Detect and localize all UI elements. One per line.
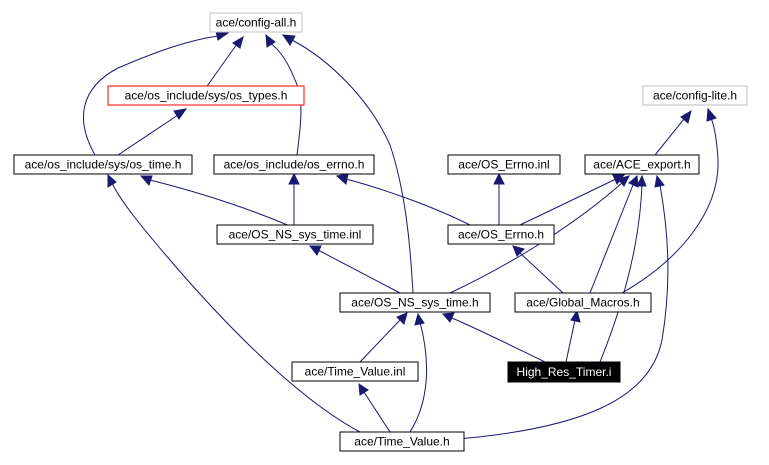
edge-os-time-to-os-types xyxy=(117,114,179,156)
edge-ns-inl-to-os-time xyxy=(149,179,291,227)
edge-arrow-icon xyxy=(493,172,505,185)
node-os-errno[interactable]: ace/os_include/os_errno.h xyxy=(213,154,375,175)
edge-hrt-to-ace-export xyxy=(599,183,643,363)
edge-arrow-icon xyxy=(288,172,300,185)
node-label: ace/Global_Macros.h xyxy=(526,296,639,310)
node-label: ace/OS_NS_sys_time.h xyxy=(351,296,478,310)
node-label: ace/os_include/sys/os_time.h xyxy=(25,158,182,172)
node-global-macros[interactable]: ace/Global_Macros.h xyxy=(514,292,652,313)
node-os-time[interactable]: ace/os_include/sys/os_time.h xyxy=(13,154,193,175)
node-os-types[interactable]: ace/os_include/sys/os_types.h xyxy=(107,85,305,106)
edge-arrow-icon xyxy=(335,173,349,185)
node-label: ace/OS_Errno.h xyxy=(458,228,544,242)
edge-arrow-icon xyxy=(441,312,455,323)
edge-arrow-icon xyxy=(173,108,188,120)
edge-tv-h-to-os-time xyxy=(111,182,361,433)
edge-arrow-icon xyxy=(654,174,665,188)
node-ace-export[interactable]: ace/ACE_export.h xyxy=(584,154,700,175)
edge-os-errno-h-to-ace-export xyxy=(519,178,617,226)
edge-arrow-icon xyxy=(139,175,153,186)
edge-tv-h-to-ace-export xyxy=(444,184,669,441)
node-high-res-timer[interactable]: High_Res_Timer.i xyxy=(507,361,621,383)
edge-arrow-icon xyxy=(265,33,276,48)
node-time-value-inl[interactable]: ace/Time_Value.inl xyxy=(291,361,419,382)
edge-global-macros-to-ace-export xyxy=(589,184,634,294)
edge-arrow-icon xyxy=(617,175,630,187)
edge-arrow-icon xyxy=(281,34,296,46)
node-ns-sys-time-h[interactable]: ace/OS_NS_sys_time.h xyxy=(339,292,491,313)
node-config-lite[interactable]: ace/config-lite.h xyxy=(642,85,748,106)
edge-arrow-icon xyxy=(232,35,244,49)
node-label: High_Res_Timer.i xyxy=(517,365,612,379)
node-time-value-h[interactable]: ace/Time_Value.h xyxy=(339,431,465,452)
node-os-errno-inl[interactable]: ace/OS_Errno.inl xyxy=(447,154,561,175)
nodes: ace/config-all.h ace/os_include/sys/os_t… xyxy=(13,12,748,452)
edge-global-macros-to-os-errno-h xyxy=(519,252,564,294)
node-label: ace/OS_NS_sys_time.inl xyxy=(229,228,362,242)
edge-arrow-icon xyxy=(706,107,717,122)
node-label: ace/os_include/sys/os_types.h xyxy=(125,89,288,103)
node-label: ace/config-all.h xyxy=(216,16,297,30)
edge-arrow-icon xyxy=(414,312,425,326)
edge-arrow-icon xyxy=(570,309,581,323)
edge-hrt-to-global-macros xyxy=(565,319,576,363)
edge-os-types-to-config-all xyxy=(204,43,238,90)
edge-tv-h-to-ns-h xyxy=(409,321,427,433)
edge-arrow-icon xyxy=(628,174,639,188)
edge-arrow-icon xyxy=(680,109,692,124)
edge-ns-sys-time-to-config-all xyxy=(291,39,414,294)
node-label: ace/Time_Value.h xyxy=(354,435,449,449)
node-os-errno-h[interactable]: ace/OS_Errno.h xyxy=(447,224,555,245)
node-label: ace/OS_Errno.inl xyxy=(458,158,549,172)
edge-arrow-icon xyxy=(636,174,647,187)
node-label: ace/config-lite.h xyxy=(653,89,737,103)
node-label: ace/ACE_export.h xyxy=(593,158,690,172)
node-label: ace/Time_Value.inl xyxy=(305,365,406,379)
node-config-all[interactable]: ace/config-all.h xyxy=(209,12,303,33)
edge-global-macros-to-config-lite xyxy=(621,117,719,294)
node-label: ace/os_include/os_errno.h xyxy=(224,158,365,172)
edge-hrt-to-ns-h xyxy=(451,317,546,363)
edge-tv-inl-to-ns-h xyxy=(359,319,401,363)
edge-tv-h-to-tv-inl xyxy=(363,391,391,433)
edge-arrow-icon xyxy=(358,383,369,396)
edge-ace-export-to-config-lite xyxy=(654,118,685,156)
node-ns-sys-time-inl[interactable]: ace/OS_NS_sys_time.inl xyxy=(216,224,374,245)
edge-arrow-icon xyxy=(396,312,408,325)
edge-os-errno-h-to-os-errno xyxy=(345,178,471,226)
edge-os-time-to-config-all xyxy=(82,35,219,156)
edge-ns-h-to-ns-inl xyxy=(317,249,401,294)
edge-arrow-icon xyxy=(308,245,322,256)
edge-arrow-icon xyxy=(107,173,117,188)
edge-os-errno-to-config-all xyxy=(269,42,302,156)
edge-arrow-icon xyxy=(512,245,525,257)
